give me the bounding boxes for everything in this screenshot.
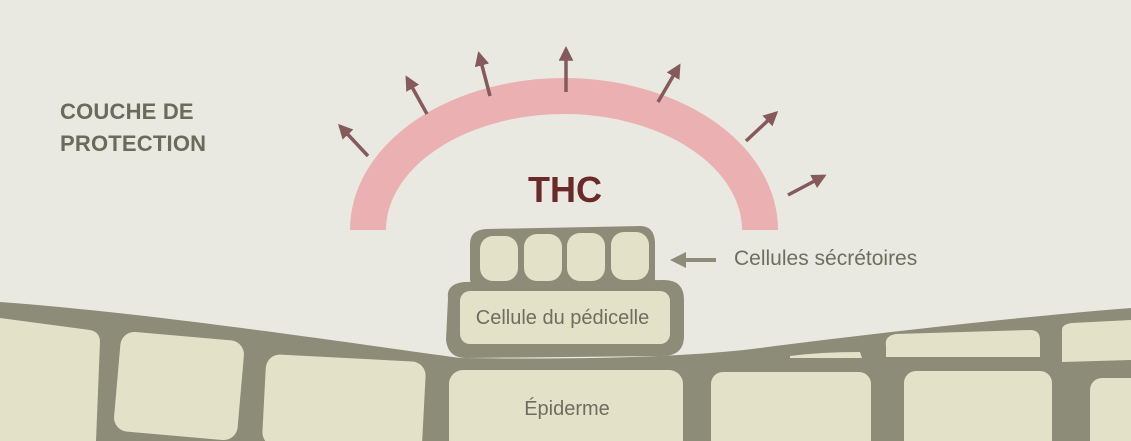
- emission-arrow: [405, 75, 429, 115]
- secretory-cells: [480, 232, 649, 281]
- epidermis-cell: [262, 354, 426, 441]
- emission-arrow: [337, 123, 370, 158]
- epidermis-cells: [0, 318, 1131, 441]
- epidermis-cell: [711, 372, 871, 441]
- epidermis-label: Épiderme: [524, 398, 610, 420]
- epidermis-cell: [885, 330, 1040, 357]
- secretory-head: [470, 226, 655, 288]
- epidermis-cell: [1090, 378, 1131, 441]
- secretory-cell: [567, 233, 605, 281]
- epidermis-cell: [1062, 320, 1131, 362]
- thc-label: THC: [528, 169, 602, 210]
- secretory-cell: [611, 232, 649, 280]
- stalk-cell-body: [460, 291, 670, 344]
- emission-arrow: [744, 110, 779, 143]
- emission-arrow: [656, 63, 681, 103]
- epidermis-layer: [0, 302, 1131, 441]
- emission-arrows: [337, 46, 827, 197]
- emission-arrow: [474, 51, 492, 97]
- stalk-cell-label: Cellule du pédicelle: [475, 307, 650, 329]
- secretory-pointer-arrow: [670, 252, 716, 268]
- secretory-cell: [524, 234, 562, 281]
- stalk: [446, 280, 684, 358]
- epidermis-cell: [0, 318, 100, 441]
- epidermis-cell: [114, 331, 244, 441]
- protective-resin-arc: [350, 78, 778, 231]
- secretory-cells-label: Cellules sécrétoires: [734, 247, 918, 270]
- emission-arrow: [787, 174, 827, 197]
- secretory-cell: [480, 236, 518, 281]
- epidermis-cell: [449, 370, 683, 441]
- epidermis-cell: [790, 352, 862, 358]
- protective-layer-label: COUCHE DE PROTECTION: [60, 99, 207, 156]
- epidermis-cell: [904, 371, 1052, 441]
